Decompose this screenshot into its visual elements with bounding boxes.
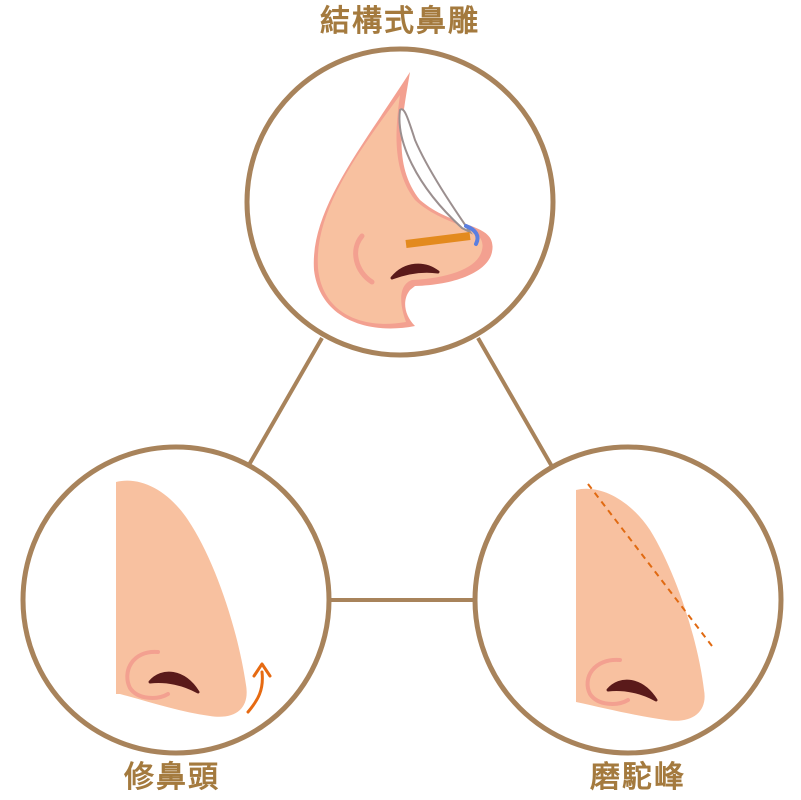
tip-refinement-node xyxy=(20,444,332,756)
left-alar-crease xyxy=(125,649,170,700)
top-nostril xyxy=(390,263,440,280)
septal-strut xyxy=(405,232,471,248)
tip-lift-arrowhead xyxy=(252,662,272,678)
right-nostril xyxy=(606,679,658,702)
label-tip-refinement: 修鼻頭 xyxy=(124,760,220,795)
connector-top-right xyxy=(476,337,556,471)
left-nose-skin xyxy=(116,480,247,717)
connector-lines xyxy=(244,337,556,602)
top-alar-crease xyxy=(353,233,375,285)
hump-reduction-node xyxy=(472,444,784,756)
left-nostril xyxy=(148,671,200,694)
nasal-implant xyxy=(398,108,473,235)
hump-cut-line xyxy=(587,483,713,647)
structural-rhinoplasty-node xyxy=(244,46,556,358)
tip-refinement-nose-icon xyxy=(116,480,272,717)
tip-graft-mark xyxy=(464,224,480,246)
connector-top-left xyxy=(244,337,324,471)
right-nose-skin xyxy=(576,488,705,721)
tip-lift-arrow-icon xyxy=(246,670,264,714)
label-structural-rhinoplasty: 結構式鼻雕 xyxy=(320,4,480,39)
right-alar-crease xyxy=(585,657,630,706)
hump-reduction-nose-icon xyxy=(576,483,713,721)
structural-rhinoplasty-nose-icon xyxy=(313,72,493,329)
label-hump-reduction: 磨駝峰 xyxy=(590,760,686,795)
